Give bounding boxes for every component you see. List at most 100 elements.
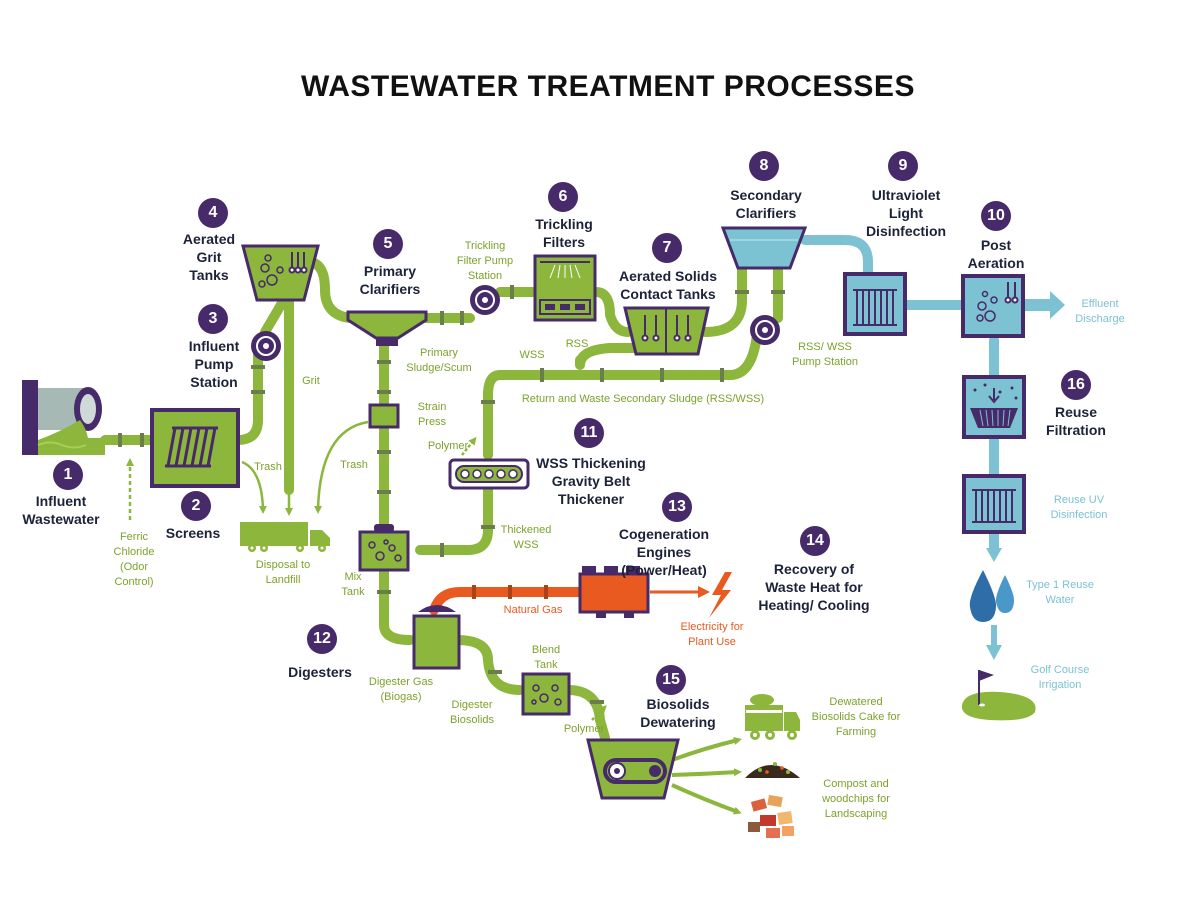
primary-clarifier-icon xyxy=(346,310,428,346)
label-aerated-solids-contact-tanks: Aerated Solids Contact Tanks xyxy=(618,268,718,302)
note-trash-screens: Trash xyxy=(254,461,282,473)
blue-arrows xyxy=(986,291,1065,660)
disposal-truck-icon xyxy=(240,522,330,552)
note-effluent-discharge: Effluent Discharge xyxy=(1075,298,1125,325)
label-primary-clarifiers: Primary Clarifiers xyxy=(359,263,421,297)
badge-10: 10 xyxy=(981,201,1011,231)
badge-12: 12 xyxy=(307,624,337,654)
note-blend-tank: Blend Tank xyxy=(531,644,561,671)
label-influent-pump-station: Influent Pump Station xyxy=(188,338,240,390)
badge-14: 14 xyxy=(800,526,830,556)
pipe-pump-to-grit xyxy=(260,293,290,337)
note-primary-sludge-scum: Primary Sludge/Scum xyxy=(406,347,472,374)
post-aeration-icon xyxy=(961,274,1025,338)
blend-tank-icon xyxy=(521,672,571,716)
label-post-aeration: Post Aeration xyxy=(967,237,1025,271)
uv-disinfection-icon xyxy=(843,272,907,336)
label-screens: Screens xyxy=(165,525,221,541)
note-digester-gas: Digester Gas (Biogas) xyxy=(368,676,434,703)
note-reuse-uv-disinfection: Reuse UV Disinfection xyxy=(1050,494,1108,521)
natural-gas-pipe xyxy=(429,585,710,615)
pipe-secondary-to-uv xyxy=(800,235,873,280)
note-strain-press: Strain Press xyxy=(417,401,447,428)
biosolids-output-arrows xyxy=(671,737,742,815)
label-cogeneration-engines: Cogeneration Engines (Power/Heat) xyxy=(618,526,710,578)
badge-8: 8 xyxy=(749,151,779,181)
page-title: WASTEWATER TREATMENT PROCESSES xyxy=(301,70,915,103)
label-ultraviolet-light-disinfection: Ultraviolet Light Disinfection xyxy=(865,187,947,239)
influent-pump-icon xyxy=(251,331,281,361)
note-ferric-chloride: Ferric Chloride (Odor Control) xyxy=(113,531,155,588)
reuse-filtration-icon xyxy=(962,375,1026,439)
green-process-pipes xyxy=(100,257,783,743)
label-trickling-filters: Trickling Filters xyxy=(535,216,593,250)
trickling-filter-pump-icon xyxy=(470,285,500,315)
trash-arrow xyxy=(241,460,267,514)
note-trash-strain: Trash xyxy=(340,459,368,471)
secondary-clarifier-icon xyxy=(720,226,808,270)
badge-1: 1 xyxy=(53,460,83,490)
label-influent-wastewater: Influent Wastewater xyxy=(22,493,100,527)
effluent-arrow-icon xyxy=(1025,291,1065,319)
label-secondary-clarifiers: Secondary Clarifiers xyxy=(730,187,802,221)
note-grit: Grit xyxy=(302,375,320,387)
badge-16: 16 xyxy=(1061,370,1091,400)
note-electricity: Electricity for Plant Use xyxy=(680,621,744,648)
pipe-screens-to-pump xyxy=(233,350,263,445)
badge-9: 9 xyxy=(888,151,918,181)
biosolids-truck-icon xyxy=(745,694,800,740)
note-wss: WSS xyxy=(519,349,545,361)
digester-icon xyxy=(412,605,461,670)
badge-7: 7 xyxy=(652,233,682,263)
note-dewatered-cake: Dewatered Biosolids Cake for Farming xyxy=(811,696,901,738)
woodchips-pile-icon xyxy=(748,794,794,838)
polymer-arrow xyxy=(461,436,477,456)
golf-course-icon xyxy=(961,670,1036,721)
down-arrow-icon-2 xyxy=(986,645,1002,660)
note-golf-course-irrigation: Golf Course Irrigation xyxy=(1030,664,1090,691)
badge-2: 2 xyxy=(181,491,211,521)
note-natural-gas: Natural Gas xyxy=(503,604,563,616)
polymer-dewatering-arrow xyxy=(591,705,607,721)
green-arrows xyxy=(126,420,607,721)
label-aerated-grit-tanks: Aerated Grit Tanks xyxy=(182,231,236,283)
lightning-bolt-icon xyxy=(709,572,732,618)
pipe-digester-to-blend xyxy=(452,635,525,695)
label-wss-thickening: WSS Thickening Gravity Belt Thickener xyxy=(536,455,646,507)
compost-pile-icon xyxy=(745,762,800,778)
pipe-blend-to-dewatering xyxy=(563,685,610,743)
aerated-solids-contact-tank-icon xyxy=(623,306,710,356)
screens-icon xyxy=(150,408,240,488)
pipe-rss-wss-return xyxy=(483,330,762,460)
badge-13: 13 xyxy=(662,492,692,522)
note-polymer-wss: Polymer xyxy=(427,440,469,452)
label-reuse-filtration: Reuse Filtration xyxy=(1046,404,1106,438)
badge-3: 3 xyxy=(198,304,228,334)
pipe-mix-to-digester xyxy=(379,560,415,645)
badge-6: 6 xyxy=(548,182,578,212)
note-type1-reuse-water: Type 1 Reuse Water xyxy=(1026,579,1094,606)
badge-5: 5 xyxy=(373,229,403,259)
pipe-trickling-to-asct xyxy=(591,287,633,337)
pipe-asct-to-secondary xyxy=(700,263,747,337)
note-mix-tank: Mix Tank xyxy=(341,571,365,598)
badge-4: 4 xyxy=(198,198,228,228)
down-arrow-icon xyxy=(986,548,1002,562)
note-thickened-wss: Thickened WSS xyxy=(500,524,552,551)
label-recovery-waste-heat: Recovery of Waste Heat for Heating/ Cool… xyxy=(758,561,870,613)
label-biosolids-dewatering: Biosolids Dewatering xyxy=(640,696,716,730)
dewatering-press-icon xyxy=(586,738,680,800)
badge-15: 15 xyxy=(656,665,686,695)
note-rss-wss-pump-station: RSS/ WSS Pump Station xyxy=(791,341,859,368)
cogeneration-engine-icon xyxy=(578,566,650,618)
note-rss: RSS xyxy=(565,338,589,350)
note-compost-woodchips: Compost and woodchips for Landscaping xyxy=(822,778,890,820)
water-drops-icon xyxy=(969,570,1015,622)
note-polymer-dewatering: Polymer xyxy=(563,723,605,735)
note-trickling-filter-pump-station: Trickling Filter Pump Station xyxy=(456,240,514,282)
reuse-uv-disinfection-icon xyxy=(962,474,1026,534)
note-digester-biosolids: Digester Biosolids xyxy=(449,699,495,726)
badge-11: 11 xyxy=(574,418,604,448)
strain-trash-arrow xyxy=(314,420,369,514)
